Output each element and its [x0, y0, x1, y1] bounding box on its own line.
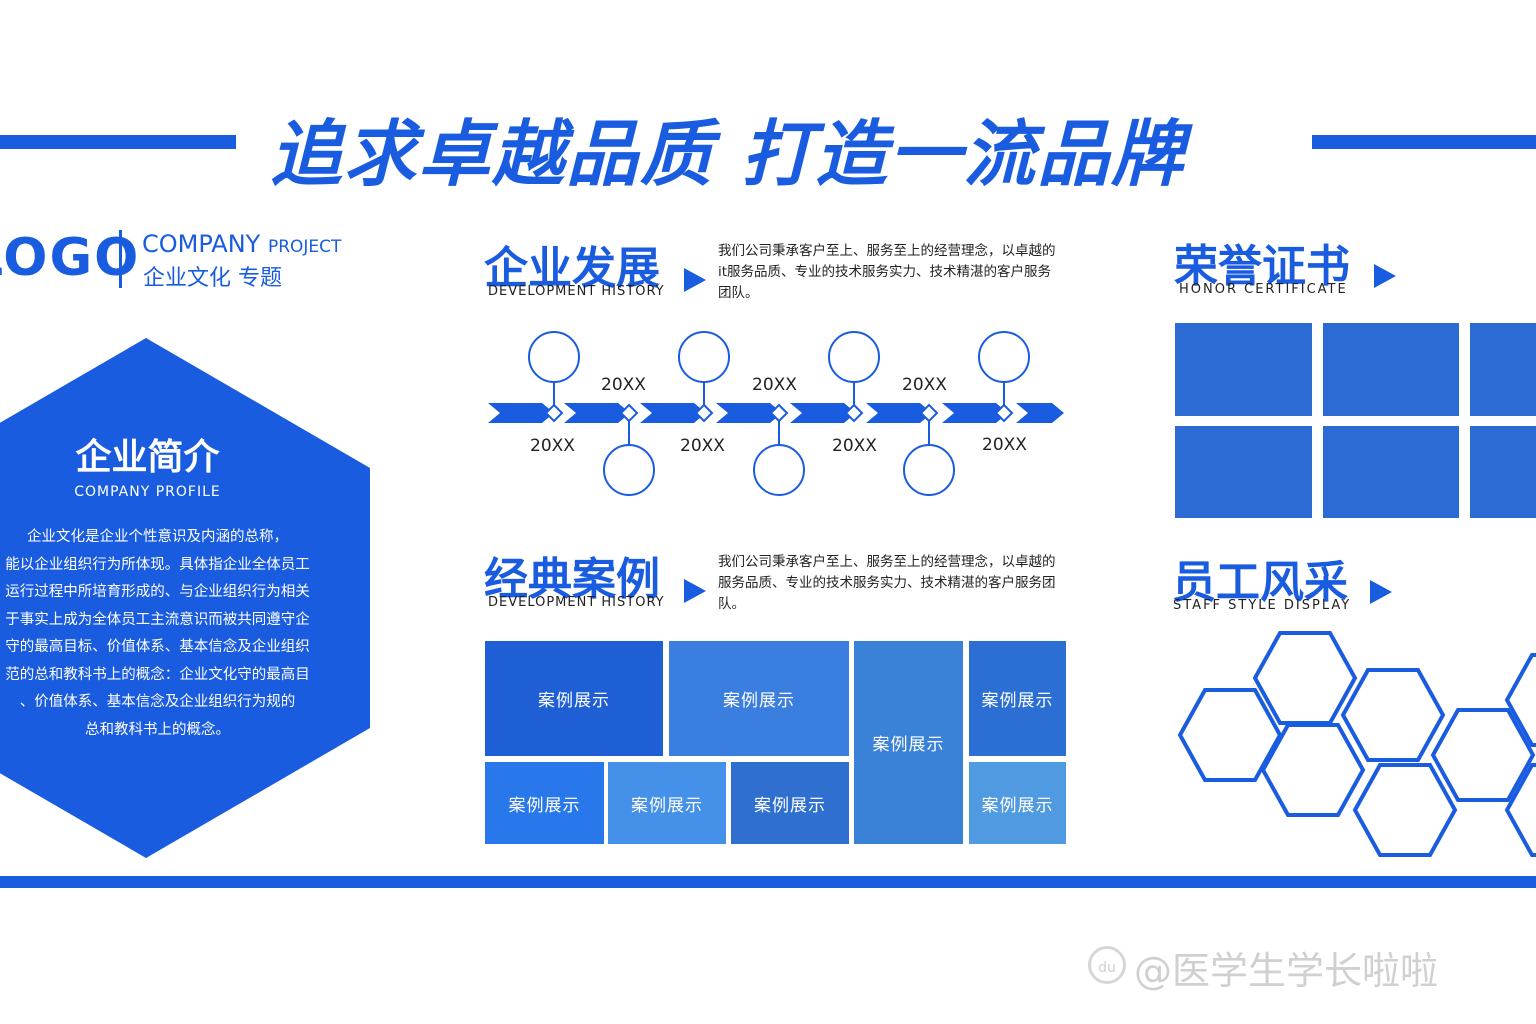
timeline-year-bottom-4: 20XX	[982, 435, 1027, 455]
honor-title: 荣誉证书	[1174, 241, 1350, 292]
case-tile[interactable]: 案例展示	[854, 641, 963, 844]
staff-arrow-icon	[1370, 580, 1392, 604]
profile-text: 企业文化是企业个性意识及内涵的总称， 能以企业组织行为所体现。具体指企业全体员工…	[5, 529, 310, 738]
profile-subtitle: COMPANY PROFILE	[74, 484, 221, 500]
timeline-year-bottom-2: 20XX	[680, 436, 725, 456]
company-en: COMPANY PROJECT	[142, 230, 342, 258]
hex-frame	[1177, 688, 1283, 782]
case-tile[interactable]: 案例展示	[969, 762, 1066, 844]
staff-title: 员工风采	[1172, 557, 1348, 608]
certificate-slot[interactable]	[1323, 426, 1459, 518]
case-tile[interactable]: 案例展示	[485, 641, 663, 756]
certificate-slot[interactable]	[1175, 426, 1312, 518]
hex-frame	[1504, 763, 1536, 857]
case-tile[interactable]: 案例展示	[608, 762, 726, 844]
development-subtitle: DEVELOPMENT HISTORY	[488, 284, 665, 299]
timeline	[488, 331, 1064, 496]
timeline-year-top-2: 20XX	[752, 375, 797, 395]
hex-frame	[1252, 631, 1358, 725]
honor-arrow-icon	[1374, 264, 1396, 288]
hex-frame	[1340, 668, 1446, 762]
bottom-bar	[0, 876, 1536, 888]
hex-frame	[1430, 708, 1536, 802]
logo: LOGO	[0, 228, 141, 288]
development-desc: 我们公司秉承客户至上、服务至上的经营理念，以卓越的it服务品质、专业的技术服务实…	[718, 243, 1056, 301]
timeline-year-top-1: 20XX	[601, 375, 646, 395]
cases-arrow-icon	[684, 579, 706, 603]
development-arrow-icon	[684, 268, 706, 292]
cases-title: 经典案例	[484, 554, 660, 605]
timeline-year-bottom-1: 20XX	[530, 436, 575, 456]
hex-frame	[1352, 763, 1458, 857]
development-title: 企业发展	[484, 243, 660, 294]
certificate-slot[interactable]	[1470, 426, 1536, 518]
profile-hexagon	[0, 338, 370, 858]
timeline-year-top-3: 20XX	[902, 375, 947, 395]
case-tile[interactable]: 案例展示	[731, 762, 849, 844]
case-tile[interactable]: 案例展示	[669, 641, 849, 756]
header-line-right	[1312, 135, 1536, 149]
certificate-slot[interactable]	[1323, 323, 1459, 416]
honor-subtitle: HONOR CERTIFICATE	[1179, 282, 1348, 297]
staff-subtitle: STAFF STYLE DISPLAY	[1173, 598, 1352, 613]
timeline-year-bottom-3: 20XX	[832, 436, 877, 456]
staff-hexagon-gallery	[1177, 631, 1536, 857]
cases-desc: 我们公司秉承客户至上、服务至上的经营理念，以卓越的服务品质、专业的技术服务实力、…	[718, 554, 1056, 612]
case-tile[interactable]: 案例展示	[485, 762, 604, 844]
profile-title: 企业简介	[75, 437, 220, 478]
hex-frame	[1504, 653, 1536, 747]
watermark-paw-icon: du	[1088, 946, 1126, 984]
header-line-left	[0, 135, 236, 149]
certificate-slot[interactable]	[1175, 323, 1312, 416]
page-title: 追求卓越品质 打造一流品牌	[270, 112, 1186, 196]
case-tile[interactable]: 案例展示	[969, 641, 1066, 756]
cases-subtitle: DEVELOPMENT HISTORY	[488, 595, 665, 610]
watermark-text: @医学生学长啦啦	[1134, 949, 1439, 993]
certificate-slot[interactable]	[1470, 323, 1536, 416]
hex-frame	[1260, 723, 1366, 817]
logo-divider	[119, 230, 122, 288]
company-cn: 企业文化 专题	[143, 266, 282, 291]
